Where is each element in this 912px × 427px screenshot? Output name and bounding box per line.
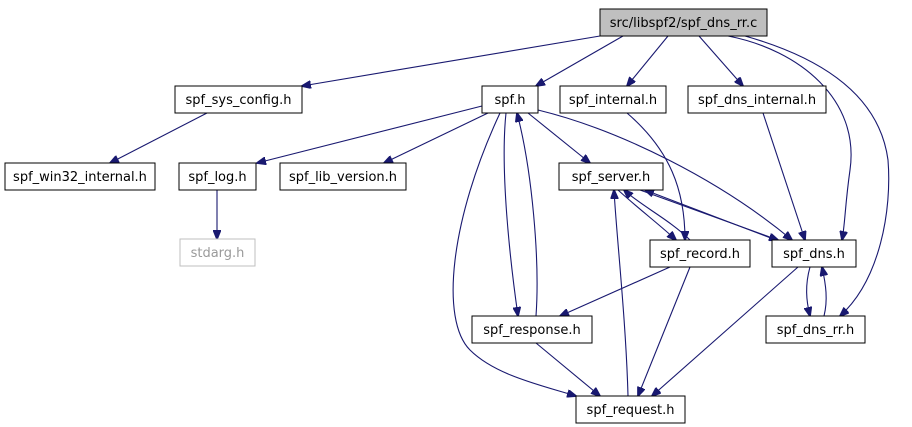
node-spf-record-label: spf_record.h	[660, 247, 740, 262]
edge-spf-h-log	[257, 105, 483, 163]
node-spf-h[interactable]: spf.h	[481, 85, 539, 114]
edge-dns-server	[645, 190, 777, 241]
node-spf-h-label: spf.h	[494, 93, 525, 108]
node-spf-win32-internal[interactable]: spf_win32_internal.h	[4, 162, 156, 191]
node-spf-server[interactable]: spf_server.h	[558, 162, 664, 191]
edge-sys-config-win32	[110, 112, 208, 163]
node-spf-response-label: spf_response.h	[483, 323, 581, 338]
node-spf-dns-rr[interactable]: spf_dns_rr.h	[765, 315, 866, 344]
node-spf-win32-internal-label: spf_win32_internal.h	[13, 170, 147, 185]
edge-server-record	[617, 189, 676, 240]
edge-dns-request	[652, 266, 799, 396]
node-spf-log[interactable]: spf_log.h	[178, 162, 257, 191]
edge-spf-h-dns	[537, 109, 792, 240]
node-spf-request-label: spf_request.h	[587, 403, 675, 418]
node-stdarg[interactable]: stdarg.h	[179, 238, 256, 267]
edge-record-server	[624, 190, 691, 241]
node-spf-dns-internal-label: spf_dns_internal.h	[698, 93, 816, 108]
edge-root-dns	[727, 35, 852, 240]
node-spf-dns-internal[interactable]: spf_dns_internal.h	[687, 85, 827, 114]
node-stdarg-label: stdarg.h	[191, 246, 245, 261]
edge-root-sys-config	[302, 35, 601, 86]
node-root-file[interactable]: src/libspf2/spf_dns_rr.c	[599, 8, 768, 37]
edge-spf-h-server	[527, 112, 590, 163]
node-spf-internal-label: spf_internal.h	[569, 93, 657, 108]
edge-response-request	[535, 342, 600, 396]
node-spf-lib-version[interactable]: spf_lib_version.h	[279, 162, 407, 191]
nodes-layer: src/libspf2/spf_dns_rr.c spf_sys_config.…	[4, 8, 866, 424]
node-spf-sys-config-label: spf_sys_config.h	[186, 93, 292, 108]
edge-internal-record	[626, 112, 685, 240]
edge-spf-h-lib-version	[384, 112, 489, 163]
edge-root-spf-h	[536, 35, 624, 86]
node-spf-request[interactable]: spf_request.h	[575, 395, 686, 424]
edge-root-dns-rr	[744, 35, 890, 316]
edge-request-server	[614, 190, 629, 397]
node-spf-log-label: spf_log.h	[188, 170, 246, 185]
node-root-file-label: src/libspf2/spf_dns_rr.c	[610, 16, 758, 31]
node-spf-internal[interactable]: spf_internal.h	[559, 85, 667, 114]
edge-response-spf-h	[517, 113, 538, 317]
edge-record-response	[560, 266, 671, 316]
edge-spf-h-response	[503, 112, 518, 316]
edge-dns-internal-dns	[762, 112, 805, 240]
edge-root-dns-internal	[698, 35, 743, 86]
node-spf-lib-version-label: spf_lib_version.h	[289, 170, 397, 185]
node-spf-response[interactable]: spf_response.h	[471, 315, 593, 344]
node-spf-server-label: spf_server.h	[572, 170, 650, 185]
edge-dns-rr-dns	[822, 267, 826, 317]
edge-root-internal	[627, 35, 669, 86]
node-spf-dns-label: spf_dns.h	[783, 247, 845, 262]
node-spf-record[interactable]: spf_record.h	[649, 239, 751, 268]
node-spf-dns[interactable]: spf_dns.h	[771, 239, 857, 268]
edges-layer	[110, 35, 890, 397]
edge-record-request	[638, 266, 691, 396]
node-spf-sys-config[interactable]: spf_sys_config.h	[174, 85, 303, 114]
edge-dns-dns-rr	[807, 266, 810, 316]
edge-spf-h-request	[452, 112, 576, 396]
node-spf-dns-rr-label: spf_dns_rr.h	[777, 323, 855, 338]
